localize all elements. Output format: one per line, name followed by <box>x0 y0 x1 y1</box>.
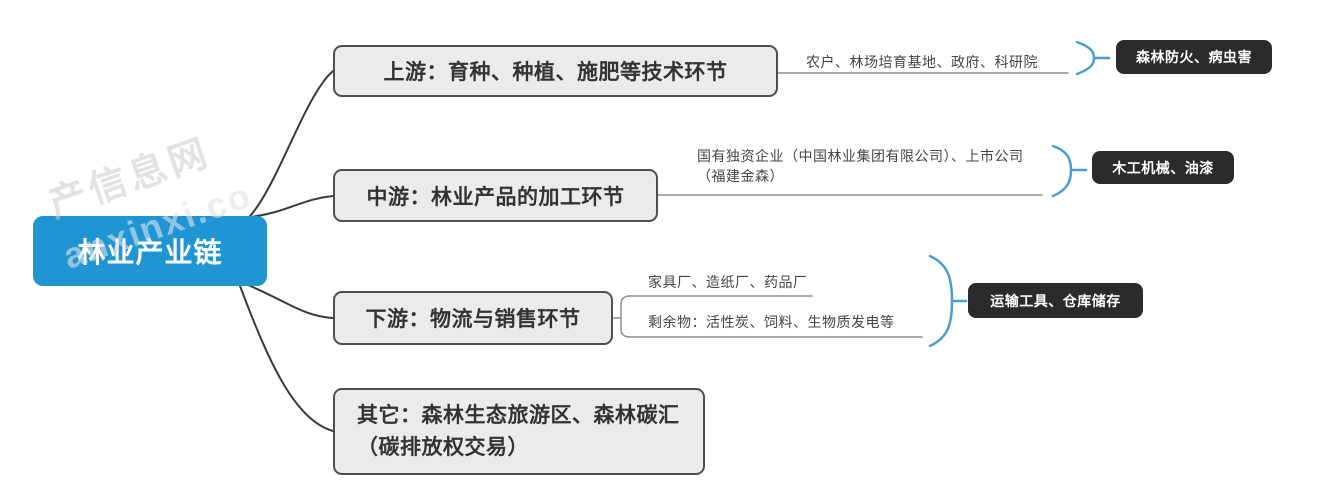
branch-node-midstream[interactable]: 中游：林业产品的加工环节 <box>333 169 658 222</box>
root-curve-upstream <box>249 70 334 217</box>
upstream-participants-item[interactable]: 农户、林场培育基地、政府、科研院 <box>806 54 1038 70</box>
midstream-summary-brace <box>1051 144 1088 198</box>
branch-node-upstream[interactable]: 上游：育种、种植、施肥等技术环节 <box>333 45 778 97</box>
branch-node-downstream[interactable]: 下游：物流与销售环节 <box>333 291 613 345</box>
downstream-residues-item[interactable]: 剩余物：活性炭、饲料、生物质发电等 <box>648 314 895 330</box>
upstream-summary-tag[interactable]: 森林防火、病虫害 <box>1116 40 1272 74</box>
downstream-summary-brace <box>928 254 968 348</box>
downstream-summary-tag[interactable]: 运输工具、仓库储存 <box>968 283 1143 318</box>
root-curve-downstream <box>247 284 334 319</box>
downstream-factories-item[interactable]: 家具厂、造纸厂、药品厂 <box>648 274 808 290</box>
midstream-summary-tag[interactable]: 木工机械、油漆 <box>1092 151 1234 184</box>
root-node[interactable]: 林业产业链 <box>33 216 267 286</box>
root-curve-other <box>239 285 334 432</box>
downstream-elbow <box>620 295 631 338</box>
root-curve-midstream <box>250 195 334 218</box>
branch-node-other[interactable]: 其它：森林生态旅游区、森林碳汇（碳排放权交易） <box>333 388 705 475</box>
upstream-summary-brace <box>1075 40 1111 76</box>
midstream-companies-item[interactable]: 国有独资企业（中国林业集团有限公司）、上市公司（福建金森） <box>697 148 1024 184</box>
